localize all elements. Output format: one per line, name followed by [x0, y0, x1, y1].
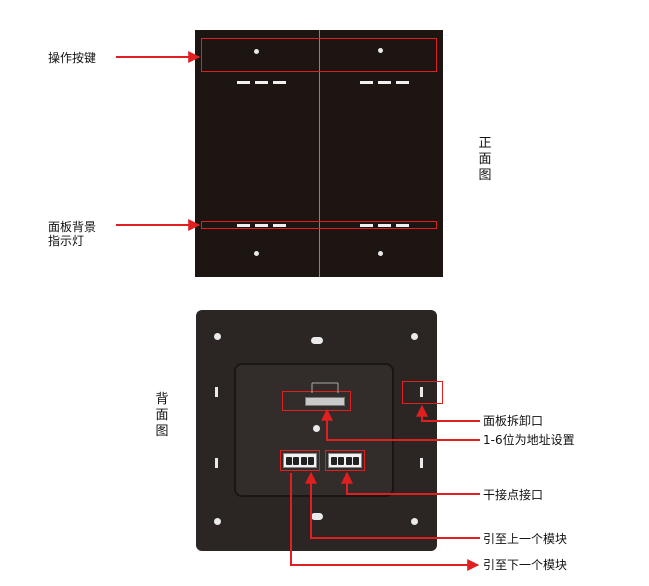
panel-removal-slot-highlight: [402, 381, 443, 404]
top-left-key-dot: [254, 49, 259, 54]
to-next-module-arrow: [290, 473, 480, 571]
side-slot-left-upper: [215, 387, 218, 397]
address-setting-label: 1-6位为地址设置: [483, 433, 575, 447]
panel-removal-slot-label: 面板拆卸口: [483, 414, 544, 428]
backlight-indicator-label-line2: 指示灯: [48, 234, 85, 248]
terminal-block-left: [283, 453, 317, 468]
bottom-right-indicator-dashes: [360, 224, 409, 227]
dry-contact-port-label: 干接点接口: [483, 488, 544, 502]
backlight-indicator-label-line1: 面板背景: [48, 220, 97, 234]
front-view-label: 正面图: [478, 136, 492, 183]
to-previous-module-arrow: [305, 471, 480, 539]
mount-slot-bottom: [311, 513, 323, 520]
terminal-right-highlight: [325, 450, 365, 471]
front-panel-divider: [319, 30, 320, 277]
bottom-left-indicator-dashes: [237, 224, 286, 227]
back-view-label: 背面图: [155, 392, 169, 439]
mount-slot-top: [311, 337, 323, 344]
top-left-dashes: [237, 81, 286, 84]
to-next-module-label: 引至下一个模块: [483, 558, 568, 572]
mount-hole-bottom-left: [214, 518, 221, 525]
dip-switch: [305, 397, 345, 406]
terminal-block-right: [328, 453, 362, 468]
address-setting-arrow: [321, 408, 480, 441]
terminal-left-highlight: [280, 450, 320, 471]
bottom-right-key-dot: [378, 251, 383, 256]
panel-removal-slot-arrow: [416, 404, 480, 422]
bottom-left-key-dot: [254, 251, 259, 256]
mount-hole-top-right: [411, 333, 418, 340]
to-previous-module-label: 引至上一个模块: [483, 532, 568, 546]
side-slot-right-lower: [420, 458, 423, 468]
side-slot-left-lower: [215, 458, 218, 468]
operation-keys-highlight: [201, 38, 437, 72]
mount-hole-top-left: [214, 333, 221, 340]
side-slot-right-upper: [420, 387, 423, 397]
dip-switch-window: [282, 391, 351, 411]
top-right-dashes: [360, 81, 409, 84]
operation-keys-label: 操作按键: [48, 51, 97, 65]
top-right-key-dot: [378, 48, 383, 53]
dry-contact-arrow: [341, 471, 480, 495]
backlight-indicator-highlight: [201, 221, 437, 229]
center-hole: [313, 425, 320, 432]
mount-hole-bottom-right: [411, 518, 418, 525]
